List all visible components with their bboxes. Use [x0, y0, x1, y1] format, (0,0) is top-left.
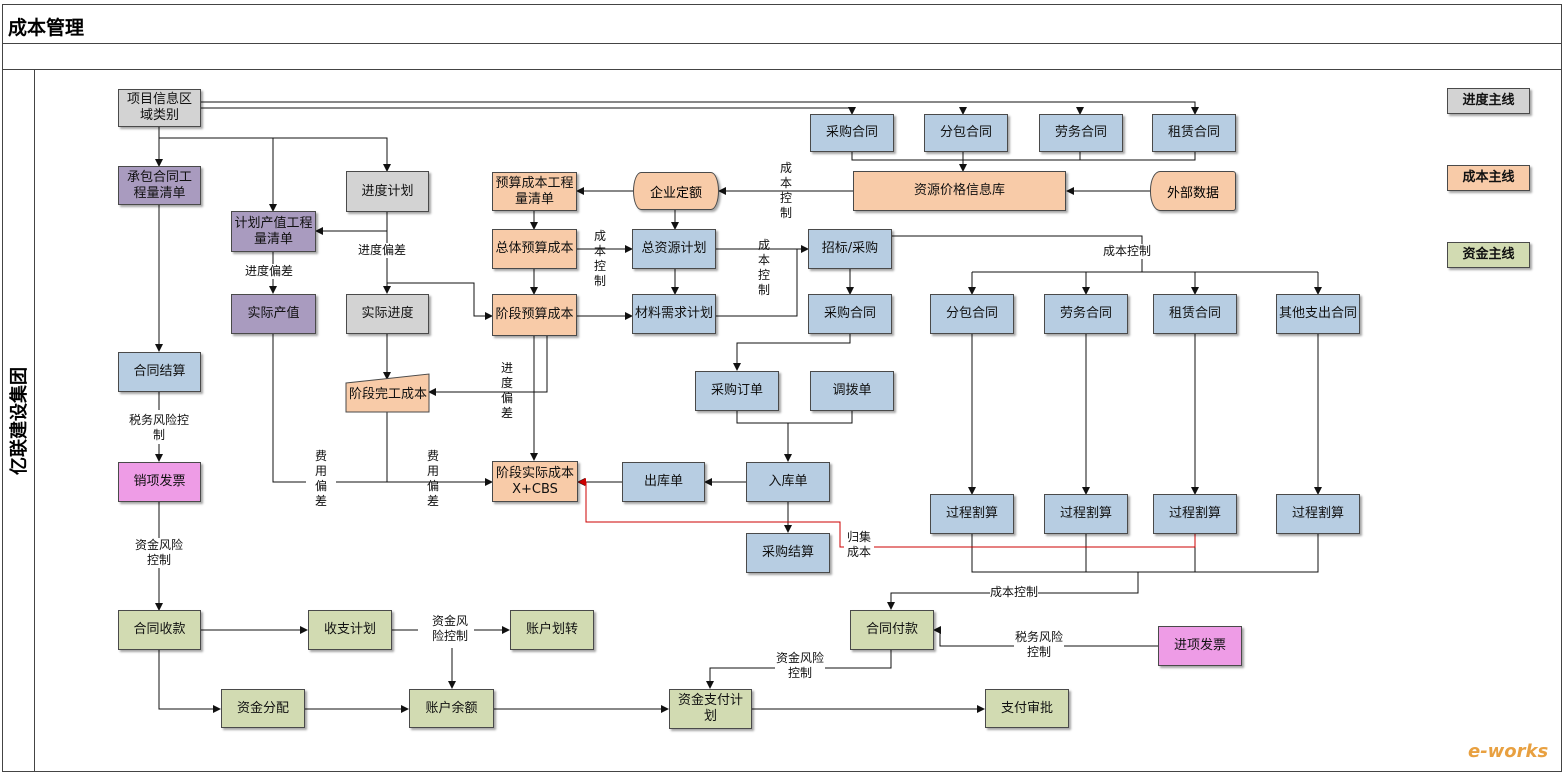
- node-stage-complete-cost: 阶段完工成本: [348, 386, 427, 402]
- node-stage-actual-cost: 阶段实际成本X+CBS: [492, 461, 578, 502]
- node-account-balance: 账户余额: [409, 689, 494, 728]
- label-cost-control-v2: 成本控制: [757, 238, 770, 297]
- label-cost-control-v1: 成本控制: [593, 229, 606, 288]
- node-pay-approval: 支付审批: [985, 689, 1069, 728]
- node-stage-complete-cost-shape: [345, 373, 430, 413]
- node-income-plan: 收支计划: [308, 610, 392, 650]
- label-fund-risk-3: 资金风险控制: [775, 651, 825, 681]
- label-cost-control-h2: 成本控制: [990, 585, 1039, 600]
- sub-header-bar: [2, 44, 1562, 70]
- node-lease-contract: 租赁合同: [1153, 294, 1237, 334]
- node-warehouse-in: 入库单: [746, 462, 830, 502]
- label-tax-risk-1: 税务风险控制: [124, 413, 194, 443]
- node-sub-contract: 分包合同: [930, 294, 1014, 334]
- node-purchase-contract: 采购合同: [808, 294, 892, 334]
- label-collect-cost: 归集成本: [844, 530, 874, 560]
- node-enterprise-quota: 企业定额: [633, 172, 719, 210]
- legend-cost-line: 成本主线: [1447, 165, 1530, 191]
- label-cost-control-v3: 成本控制: [779, 161, 792, 220]
- watermark-logo: e-works: [1468, 741, 1549, 762]
- node-actual-progress: 实际进度: [346, 294, 429, 334]
- title-bar: 成本管理: [2, 4, 1562, 44]
- node-schedule-plan: 进度计划: [346, 171, 429, 212]
- node-contract-settlement: 合同结算: [118, 352, 201, 392]
- node-process-settlement-2: 过程割算: [1044, 494, 1128, 534]
- node-account-transfer: 账户划转: [510, 610, 594, 650]
- label-fund-risk-1: 资金风险控制: [130, 538, 188, 568]
- node-contract-payment: 合同付款: [850, 610, 934, 650]
- node-contract-boq: 承包合同工程量清单: [118, 166, 201, 205]
- label-cost-control-h1: 成本控制: [1103, 244, 1152, 259]
- node-external-data: 外部数据: [1150, 171, 1236, 211]
- label-schedule-deviation-1: 进度偏差: [358, 243, 407, 258]
- node-other-contract: 其他支出合同: [1276, 294, 1360, 334]
- node-lease-contract-top: 租赁合同: [1152, 114, 1236, 152]
- node-tender-purchase: 招标/采购: [808, 229, 892, 269]
- node-contract-receipt: 合同收款: [118, 610, 201, 650]
- node-purchase-contract-top: 采购合同: [810, 114, 894, 152]
- node-resource-price-db: 资源价格信息库: [853, 171, 1066, 211]
- node-process-settlement-3: 过程割算: [1153, 494, 1237, 534]
- node-actual-output: 实际产值: [231, 294, 316, 334]
- node-fund-allocation: 资金分配: [221, 689, 305, 728]
- node-stage-budget: 阶段预算成本: [492, 294, 577, 336]
- label-schedule-deviation-vertical: 进度偏差: [500, 361, 513, 420]
- node-purchase-order: 采购订单: [695, 371, 779, 411]
- node-purchase-settlement: 采购结算: [746, 533, 830, 573]
- node-plan-output: 计划产值工程量清单: [231, 211, 316, 252]
- swimlane-header: 亿联建设集团: [2, 70, 35, 772]
- node-sales-invoice: 销项发票: [118, 462, 201, 502]
- node-sub-contract-top: 分包合同: [924, 114, 1008, 152]
- node-transfer-order: 调拨单: [810, 371, 894, 411]
- node-overall-budget: 总体预算成本: [492, 229, 577, 269]
- node-warehouse-out: 出库单: [622, 462, 705, 502]
- label-fund-risk-2: 资金风险控制: [427, 614, 473, 644]
- diagram-frame: [2, 4, 1562, 772]
- node-material-plan: 材料需求计划: [632, 294, 716, 334]
- node-total-resource-plan: 总资源计划: [632, 229, 716, 269]
- node-budget-boq: 预算成本工程量清单: [492, 172, 577, 211]
- label-tax-risk-2: 税务风险控制: [1014, 630, 1064, 660]
- page-title: 成本管理: [8, 17, 85, 39]
- legend-fund-line: 资金主线: [1447, 242, 1530, 268]
- label-expense-deviation-2: 费用偏差: [426, 449, 439, 508]
- legend-schedule-line: 进度主线: [1447, 88, 1530, 114]
- label-expense-deviation-1: 费用偏差: [314, 449, 327, 508]
- node-process-settlement-1: 过程割算: [930, 494, 1014, 534]
- node-fund-pay-plan: 资金支付计划: [669, 689, 752, 729]
- node-process-settlement-4: 过程割算: [1276, 494, 1360, 534]
- node-input-invoice: 进项发票: [1158, 626, 1242, 666]
- node-project-info: 项目信息区域类别: [118, 89, 201, 127]
- node-labor-contract-top: 劳务合同: [1039, 114, 1123, 152]
- label-schedule-deviation-2: 进度偏差: [245, 264, 294, 279]
- node-labor-contract: 劳务合同: [1044, 294, 1128, 334]
